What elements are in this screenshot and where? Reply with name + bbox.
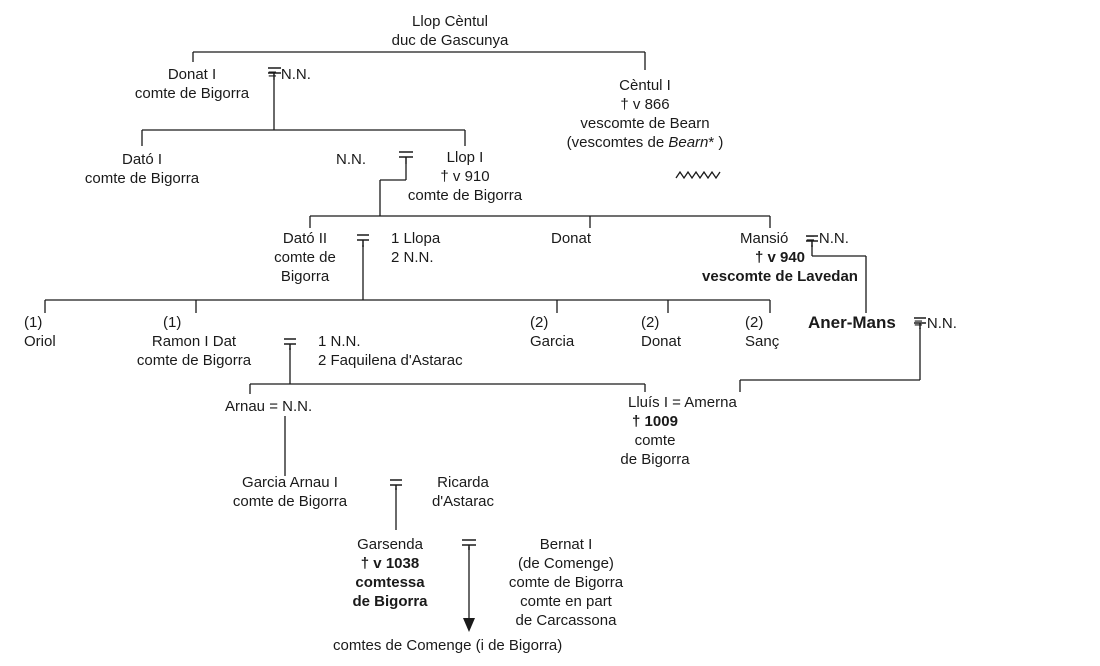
spouses-ramon-i-dat: 1 N.N. 2 Faquilena d'Astarac — [318, 332, 463, 370]
node-garcia: (2) Garcia — [530, 313, 574, 351]
node-sanc: (2) Sanç — [745, 313, 779, 351]
death: † v 1038 — [360, 555, 420, 572]
node-donat: Donat — [551, 230, 592, 247]
spouse: 1 Llopa — [391, 230, 441, 247]
spouses-dato-ii: 1 Llopa 2 N.N. — [391, 229, 440, 267]
title: comte — [634, 432, 676, 449]
title: comte de Bigorra — [84, 170, 200, 187]
name: Garsenda — [357, 536, 423, 553]
arrowhead — [463, 618, 475, 632]
name: d'Astarac — [431, 493, 495, 510]
node-garsenda: Garsenda † v 1038 comtessa de Bigorra — [340, 535, 440, 611]
birth-order: (1) — [24, 314, 43, 331]
node-lluis-i-details: † 1009 comte de Bigorra — [595, 412, 715, 469]
node-ramon-i-dat: Ramon I Dat comte de Bigorra — [114, 332, 274, 370]
node-centul-i: Cèntul I † v 866 vescomte de Bearn (vesc… — [520, 76, 770, 152]
node-mansio-details: † v 940 vescomte de Lavedan — [680, 248, 880, 286]
name: Ramon I Dat — [151, 333, 237, 350]
birth-order: (2) — [745, 314, 764, 331]
name: Dató I — [121, 151, 163, 168]
title: comte de Bigorra — [134, 85, 250, 102]
birth-order: (2) — [641, 314, 660, 331]
detail: (de Comenge) — [518, 555, 614, 572]
title: de Carcassona — [515, 612, 617, 629]
name: Oriol — [24, 333, 56, 350]
marriage-sign — [399, 151, 413, 164]
name: Dató II — [282, 230, 328, 247]
title: duc de Gascunya — [391, 32, 509, 49]
marriage-sign — [268, 67, 281, 80]
title: comtessa — [355, 574, 425, 591]
title: de Bigorra — [620, 451, 690, 468]
node-donat-i: Donat I comte de Bigorra — [112, 65, 272, 103]
death: † v 910 — [440, 168, 490, 185]
node-ramon-mark: (1) — [163, 314, 182, 331]
node-mansio-name: Mansió — [740, 230, 789, 247]
death: † 1009 — [632, 413, 678, 430]
title: vescomte de Bearn — [580, 115, 710, 132]
marriage-sign — [806, 235, 818, 247]
marriage-sign — [357, 234, 369, 247]
name: Cèntul I — [619, 77, 671, 94]
node-ricarda: Ricarda d'Astarac — [418, 473, 508, 511]
marriage-sign — [390, 479, 402, 490]
title: comte de Bigorra — [232, 493, 348, 510]
node-oriol: (1) Oriol — [24, 313, 56, 351]
spouse: 1 N.N. — [318, 333, 361, 350]
node-lluis-i-name: Lluís I = Amerna — [628, 394, 737, 411]
title: comte de Bigorra — [508, 574, 624, 591]
spouse-aner-mans: = N.N. — [914, 315, 957, 332]
birth-order: (2) — [530, 314, 549, 331]
name: Donat I — [167, 66, 217, 83]
node-donat-2: (2) Donat — [641, 313, 681, 351]
node-llop-i: Llop I † v 910 comte de Bigorra — [385, 148, 545, 205]
name: Garcia Arnau I — [242, 474, 338, 491]
node-dato-i: Dató I comte de Bigorra — [62, 150, 222, 188]
name: Garcia — [530, 333, 575, 350]
marriage-sign — [914, 317, 926, 329]
node-bernat-i: Bernat I (de Comenge) comte de Bigorra c… — [486, 535, 646, 630]
note: (vescomtes de Bearn* ) — [566, 134, 724, 151]
title: comte de Bigorra — [407, 187, 523, 204]
node-descendants: comtes de Comenge (i de Bigorra) — [333, 637, 563, 654]
name: Llop Cèntul — [412, 13, 488, 30]
name: Ricarda — [437, 474, 489, 491]
node-llop-centul: Llop Cèntul duc de Gascunya — [340, 12, 560, 50]
title: comte en part — [520, 593, 612, 610]
node-dato-ii: Dató II comte de Bigorra — [255, 229, 355, 286]
spouse-donat-i: = N.N. — [268, 66, 311, 83]
spouse: 2 N.N. — [391, 249, 434, 266]
name: Llop I — [446, 149, 484, 166]
title: Bigorra — [280, 268, 330, 285]
marriage-sign — [462, 539, 476, 550]
title: comte de — [274, 249, 336, 266]
spouse: 2 Faquilena d'Astarac — [318, 352, 463, 369]
name: Donat — [641, 333, 682, 350]
death: † v 866 — [620, 96, 670, 113]
name: Bernat I — [539, 536, 593, 553]
title: vescomte de Lavedan — [702, 268, 858, 285]
spouse-mansio: = N.N. — [806, 230, 849, 247]
name: Sanç — [745, 333, 780, 350]
title: de Bigorra — [352, 593, 428, 610]
marriage-sign — [284, 338, 296, 350]
node-arnau: Arnau = N.N. — [225, 398, 313, 415]
node-aner-mans: Aner-Mans — [808, 313, 896, 332]
death: † v 940 — [754, 249, 806, 266]
continuation-wave — [675, 170, 721, 180]
node-nn-llop: N.N. — [336, 151, 366, 168]
title: comte de Bigorra — [136, 352, 252, 369]
node-garcia-arnau-i: Garcia Arnau I comte de Bigorra — [210, 473, 370, 511]
